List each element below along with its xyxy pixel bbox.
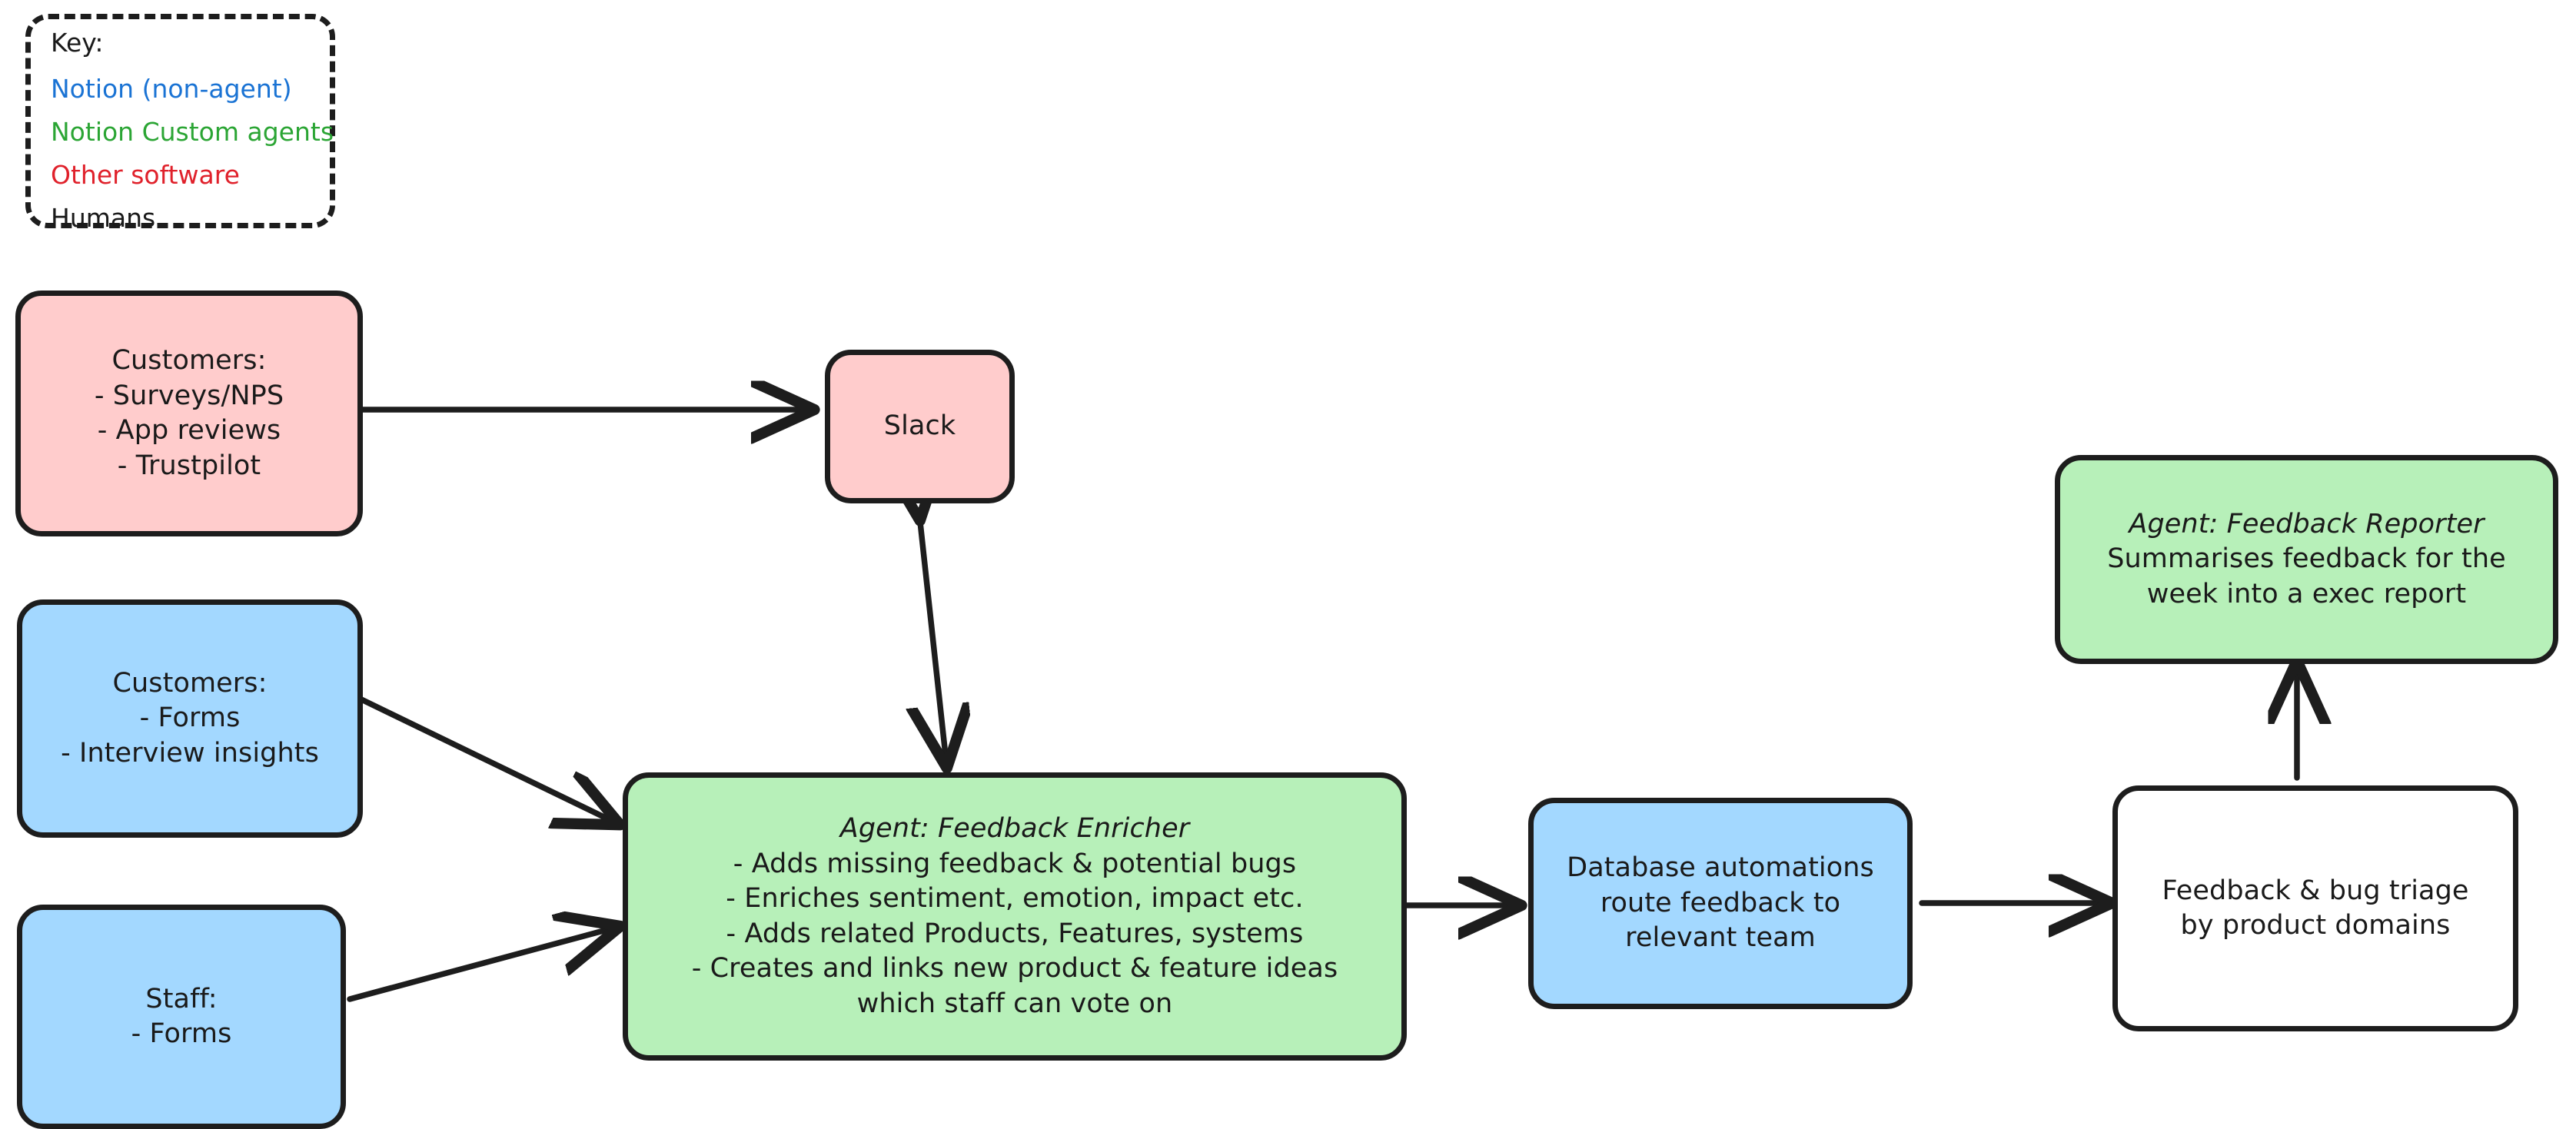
node-line: Customers: — [112, 667, 268, 699]
node-line: route feedback to — [1600, 887, 1841, 918]
node-line: - Adds missing feedback & potential bugs — [733, 848, 1297, 879]
node-triage[interactable]: Feedback & bug triage by product domains — [2112, 785, 2518, 1031]
node-line: - App reviews — [97, 415, 281, 446]
node-staff-forms[interactable]: Staff: - Forms — [17, 905, 346, 1129]
node-database-automations-text: Database automations route feedback to r… — [1534, 851, 1907, 956]
node-staff-forms-text: Staff: - Forms — [22, 982, 341, 1052]
legend-box: Key: Notion (non-agent) Notion Custom ag… — [25, 14, 335, 233]
node-line: - Trustpilot — [117, 450, 261, 481]
edge-customers-forms-to-enricher — [358, 696, 615, 822]
node-customers-forms-text: Customers: - Forms - Interview insights — [22, 666, 357, 772]
legend-item-humans: Humans — [51, 203, 156, 233]
node-line: - Forms — [139, 702, 241, 734]
node-feedback-enricher-text: Agent: Feedback Enricher - Adds missing … — [628, 812, 1401, 1021]
node-feedback-enricher[interactable]: Agent: Feedback Enricher - Adds missing … — [623, 772, 1407, 1061]
node-customers-sources[interactable]: Customers: - Surveys/NPS - App reviews -… — [15, 291, 363, 536]
node-line: Customers: — [111, 345, 267, 376]
legend-title: Key: — [51, 28, 104, 58]
node-line: - Enriches sentiment, emotion, impact et… — [726, 883, 1304, 914]
node-triage-text: Feedback & bug triage by product domains — [2118, 874, 2513, 944]
node-line: - Forms — [131, 1018, 232, 1049]
node-slack-text: Slack — [830, 409, 1009, 444]
node-line: week into a exec report — [2146, 578, 2467, 609]
node-database-automations[interactable]: Database automations route feedback to r… — [1528, 798, 1913, 1009]
node-feedback-reporter-text: Agent: Feedback Reporter Summarises feed… — [2060, 507, 2553, 613]
node-line: - Surveys/NPS — [94, 380, 284, 411]
node-feedback-reporter[interactable]: Agent: Feedback Reporter Summarises feed… — [2055, 455, 2558, 664]
node-line: - Adds related Products, Features, syste… — [726, 918, 1304, 949]
edge-staff-to-enricher — [347, 928, 615, 1002]
legend-item-other-software: Other software — [51, 160, 240, 190]
node-line: by product domains — [2180, 910, 2451, 941]
legend-item-notion-non-agent: Notion (non-agent) — [51, 74, 292, 104]
legend-item-notion-custom-agents: Notion Custom agents — [51, 117, 334, 147]
node-line: relevant team — [1625, 922, 1816, 954]
node-line: Feedback & bug triage — [2162, 875, 2469, 906]
node-customers-sources-text: Customers: - Surveys/NPS - App reviews -… — [21, 344, 357, 483]
node-line: - Creates and links new product & featur… — [691, 953, 1338, 984]
node-line: which staff can vote on — [856, 988, 1173, 1019]
edge-slack-feedback-enricher — [919, 515, 946, 762]
node-line: Slack — [883, 410, 956, 442]
node-line: Database automations — [1567, 852, 1874, 884]
node-line: - Interview insights — [61, 737, 319, 769]
node-line: Staff: — [145, 983, 218, 1014]
node-customers-forms[interactable]: Customers: - Forms - Interview insights — [17, 599, 363, 838]
node-title: Agent: Feedback Reporter — [2129, 508, 2485, 540]
node-title: Agent: Feedback Enricher — [839, 813, 1190, 844]
node-slack[interactable]: Slack — [825, 350, 1015, 503]
node-line: Summarises feedback for the — [2107, 543, 2506, 575]
